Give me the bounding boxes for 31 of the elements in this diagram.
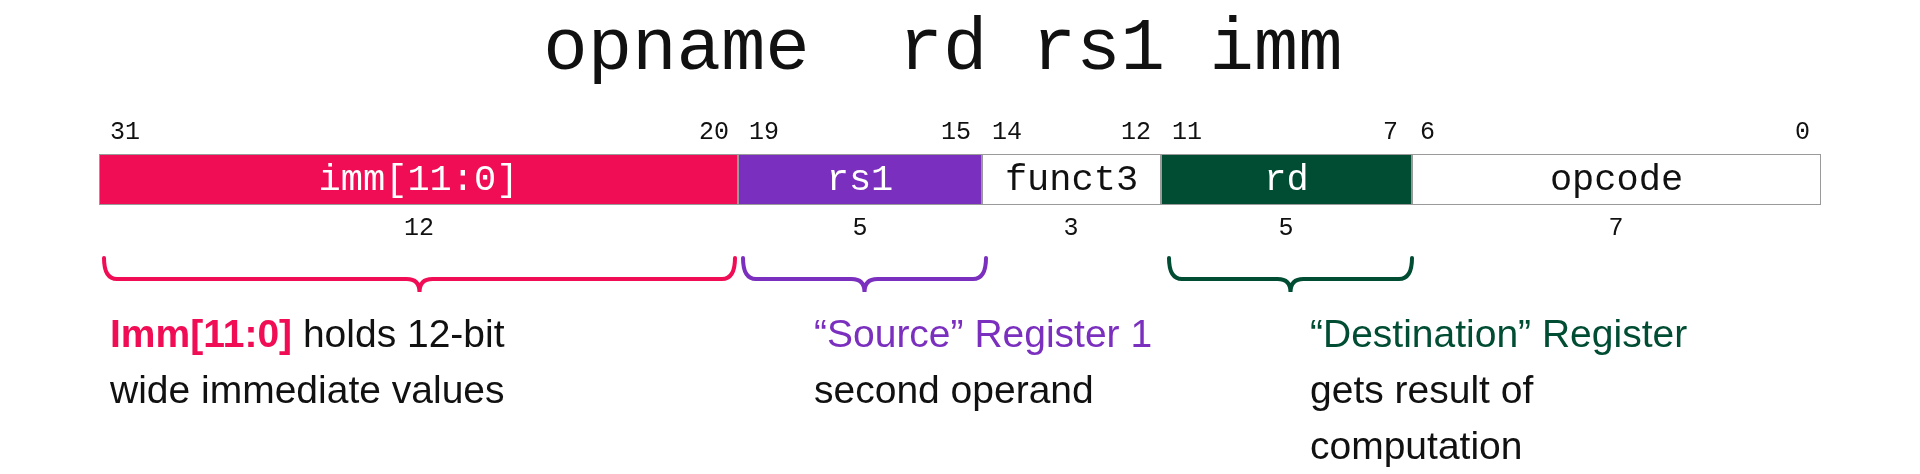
- field-name: rs1: [826, 158, 894, 201]
- field-heading: “Destination” Register: [1310, 311, 1689, 357]
- bit-index: 14: [992, 118, 1022, 148]
- bit-index: 7: [1383, 118, 1398, 148]
- bit-index: 6: [1420, 118, 1435, 148]
- bit-field: [738, 154, 982, 205]
- field-width: 5: [852, 214, 868, 244]
- bit-index: 11: [1172, 118, 1202, 148]
- bit-field: [1161, 154, 1412, 205]
- field-name: imm[11:0]: [318, 158, 519, 201]
- bit-field: [99, 154, 738, 205]
- bit-field: [1412, 154, 1821, 205]
- bit-index: 12: [1121, 118, 1151, 148]
- field-description: gets result of computation: [1310, 367, 1535, 469]
- bit-index: 0: [1795, 118, 1810, 148]
- field-name: opcode: [1549, 158, 1684, 201]
- bit-index: 31: [110, 118, 140, 148]
- field-width: 7: [1608, 214, 1624, 244]
- field-name: rd: [1264, 158, 1309, 201]
- field-width: 12: [404, 214, 434, 244]
- field-width: 5: [1278, 214, 1294, 244]
- bit-index: 20: [699, 118, 729, 148]
- field-width: 3: [1063, 214, 1079, 244]
- field-description: second operand: [814, 367, 1095, 413]
- bit-field: [982, 154, 1161, 205]
- field-name: funct3: [1004, 158, 1139, 201]
- field-heading: “Source” Register 1: [814, 311, 1154, 357]
- diagram-title: opname rd rs1 imm: [543, 6, 1343, 92]
- field-description: Imm[11:0] holds 12-bit wide immediate values: [110, 311, 506, 413]
- bit-index: 19: [749, 118, 779, 148]
- bit-index: 15: [941, 118, 971, 148]
